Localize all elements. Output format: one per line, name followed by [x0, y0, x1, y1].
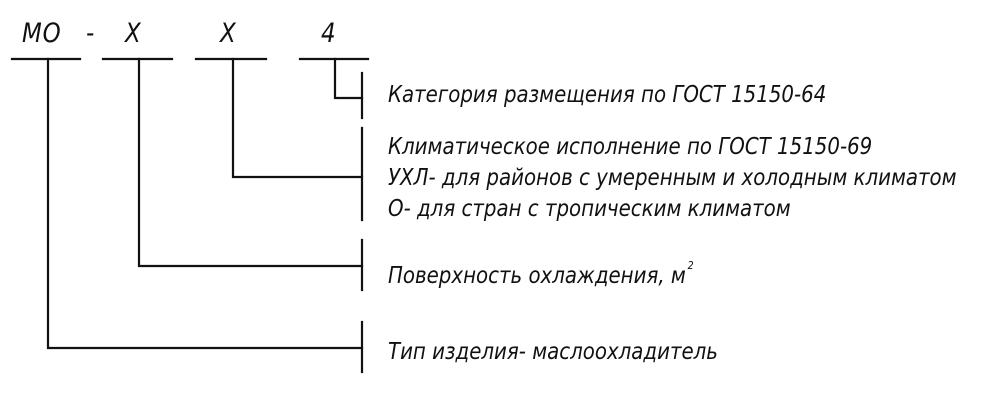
label-cooling-surface-power: 2: [687, 259, 694, 272]
leader-surface: [137, 57, 364, 268]
label-placement-category: Категория размещения по ГОСТ 15150-64: [388, 82, 827, 108]
label-cooling-surface-text: Поверхность охлаждения, м: [388, 263, 686, 289]
leader-climate: [231, 57, 364, 179]
code-x-surface: Х: [125, 18, 142, 49]
leader-placement: [333, 57, 364, 100]
code-x-climate: Х: [220, 18, 237, 49]
leader-product-type: [46, 57, 364, 350]
label-product-type: Тип изделия- маслоохладитель: [388, 339, 718, 365]
label-climate-o: О- для стран с тропическим климатом: [388, 196, 791, 222]
code-dash: -: [86, 18, 96, 49]
code-mo: МО: [22, 18, 62, 49]
label-climate-uhl: УХЛ- для районов с умеренным и холодным …: [388, 165, 957, 191]
label-climate-title: Климатическое исполнение по ГОСТ 15150-6…: [388, 134, 873, 160]
code-4-placement: 4: [321, 18, 337, 49]
